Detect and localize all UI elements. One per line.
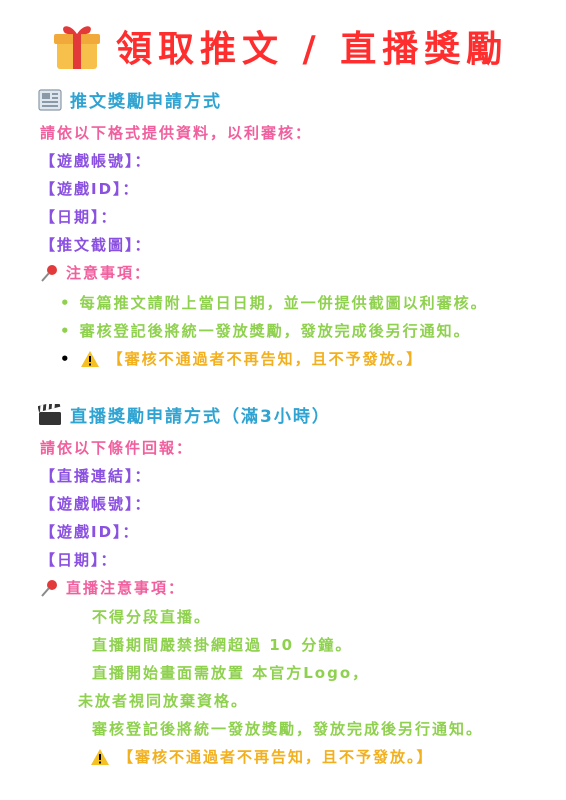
live-section-heading: 直播獎勵申請方式（滿3小時）: [38, 402, 331, 427]
tweet-section-heading: 推文獎勵申請方式: [38, 87, 222, 112]
live-warning-text: 【審核不通過者不再告知，且不予發放。】: [118, 748, 434, 766]
warning-icon: [80, 350, 99, 367]
page-title: 領取推文 / 直播獎勵: [116, 29, 509, 70]
live-field-link: 【直播連結】：: [40, 467, 152, 485]
tweet-heading-text: 推文獎勵申請方式: [70, 92, 222, 112]
tweet-notes-heading: 注意事項：: [40, 262, 151, 283]
tweet-intro: 請依以下格式提供資料，以利審核：: [40, 124, 313, 142]
tweet-note-item: 每篇推文請附上當日日期，並一併提供截圖以利審核。: [60, 292, 488, 313]
warning-icon: [91, 748, 109, 765]
tweet-field-id: 【遊戲ID】：: [40, 180, 140, 198]
live-note-item: 不得分段直播。: [92, 608, 212, 626]
pushpin-icon: [41, 579, 57, 597]
clapper-board-icon: [38, 403, 61, 425]
live-note-item: 直播開始畫面需放置 本官方Logo，: [92, 664, 370, 682]
live-notes-heading: 直播注意事項：: [40, 577, 185, 598]
pushpin-icon: [41, 264, 57, 282]
live-field-date: 【日期】：: [40, 551, 118, 569]
newspaper-icon: [38, 88, 62, 111]
tweet-notes-heading-text: 注意事項：: [66, 264, 152, 282]
live-heading-text: 直播獎勵申請方式（滿3小時）: [70, 407, 331, 427]
tweet-note-item: 審核登記後將統一發放獎勵，發放完成後另行通知。: [60, 320, 471, 341]
live-note-item: 審核登記後將統一發放獎勵，發放完成後另行通知。: [92, 720, 484, 738]
gift-icon: [54, 26, 100, 69]
live-note-item: 未放者視同放棄資格。: [78, 692, 249, 710]
live-notes-heading-text: 直播注意事項：: [66, 579, 186, 597]
tweet-field-date: 【日期】：: [40, 208, 118, 226]
live-field-account: 【遊戲帳號】：: [40, 495, 152, 513]
live-note-item: 直播期間嚴禁掛網超過 10 分鐘。: [92, 636, 353, 654]
live-warning: 【審核不通過者不再告知，且不予發放。】: [90, 746, 434, 767]
live-intro: 請依以下條件回報：: [40, 439, 194, 457]
tweet-field-account: 【遊戲帳號】：: [40, 152, 152, 170]
tweet-warning: 【審核不通過者不再告知，且不予發放。】: [60, 348, 423, 369]
tweet-warning-text: 【審核不通過者不再告知，且不予發放。】: [107, 350, 424, 368]
page-header: 領取推文 / 直播獎勵: [52, 20, 508, 72]
tweet-field-screenshot: 【推文截圖】：: [40, 236, 152, 254]
live-field-id: 【遊戲ID】：: [40, 523, 140, 541]
